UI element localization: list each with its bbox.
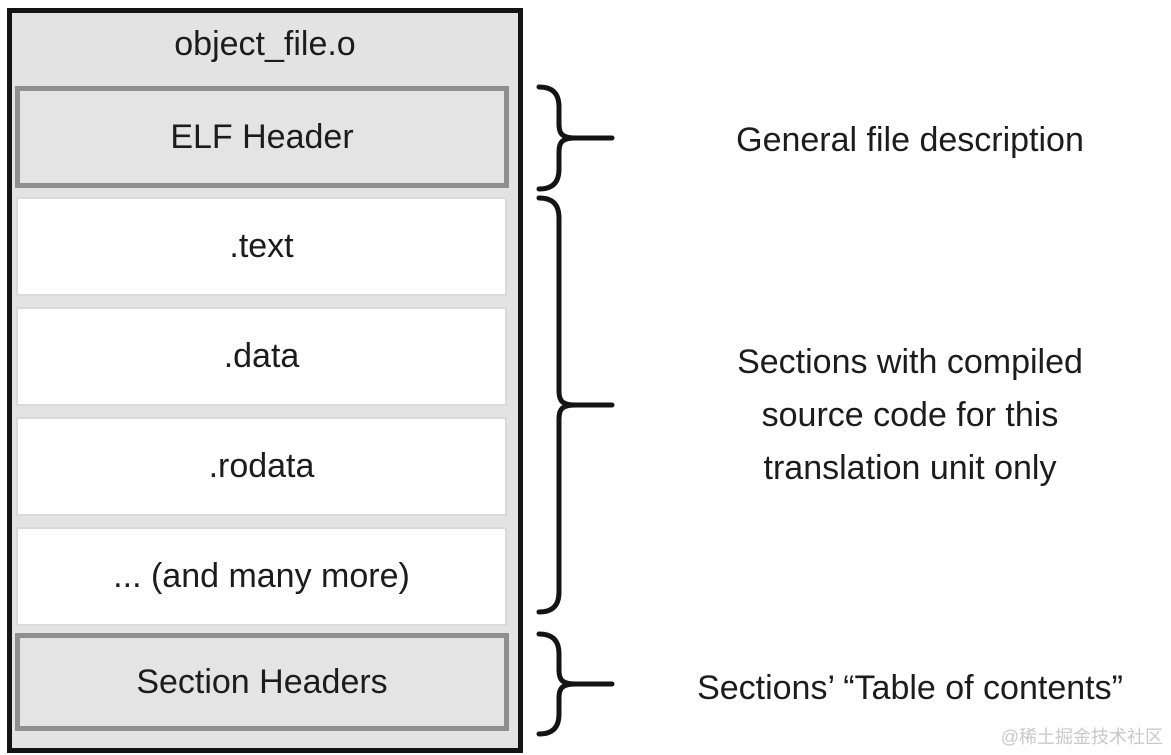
annotation-sections: Sections with compiled source code for t… — [650, 336, 1170, 495]
annotation-sections-line-1: Sections with compiled — [737, 343, 1083, 381]
elf-header-label: ELF Header — [170, 117, 354, 156]
annotation-sections-line-3: translation unit only — [763, 449, 1057, 487]
section-label-text: .text — [229, 227, 294, 265]
section-label-data: .data — [223, 337, 300, 375]
annotation-table-of-contents: Sections’ “Table of contents” — [697, 669, 1123, 707]
section-label-rodata: .rodata — [208, 447, 315, 485]
section-row-and-many-more: ... (and many more) — [16, 527, 507, 626]
section-label-and-many-more: ... (and many more) — [113, 557, 410, 595]
annotation-sections-line-2: source code for this — [761, 396, 1059, 434]
section-headers-label: Section Headers — [136, 662, 388, 701]
section-row-text: .text — [16, 197, 507, 296]
elf-header-block: ELF Header — [15, 86, 509, 188]
curly-brace-right-icon — [536, 195, 615, 615]
annotation-general-file-description: General file description — [736, 121, 1084, 159]
watermark: @稀土掘金技术社区 — [1000, 727, 1163, 747]
curly-brace-right-icon — [536, 84, 615, 192]
section-row-rodata: .rodata — [16, 417, 507, 516]
curly-brace-right-icon — [536, 631, 615, 737]
section-row-data: .data — [16, 307, 507, 406]
section-headers-block: Section Headers — [15, 633, 509, 731]
object-file-title: object_file.o — [174, 25, 356, 63]
